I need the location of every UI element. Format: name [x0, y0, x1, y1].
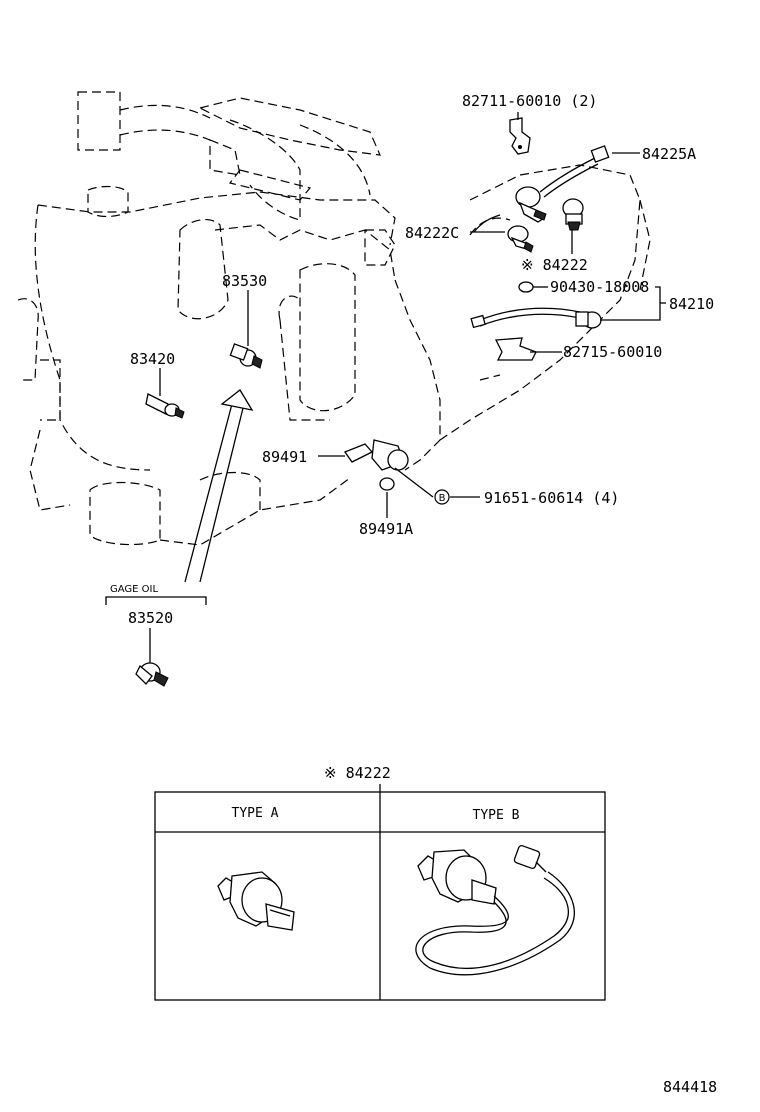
switch-83530 [229, 343, 263, 369]
gasket-90430 [518, 281, 534, 293]
engine-outline [17, 91, 651, 546]
type-table: ※ 84222 TYPE A TYPE B [154, 764, 606, 1001]
sensor-type-a [217, 871, 295, 931]
oring-89491A [379, 477, 395, 491]
label-90430-18008: 90430-18008 [550, 278, 649, 296]
label-82715-60010: 82715-60010 [563, 343, 662, 361]
sensor-with-wire-84225A [515, 145, 610, 223]
sensor-89491 [343, 439, 409, 471]
table-title: ※ 84222 [324, 764, 391, 782]
label-84222: ※ 84222 [521, 256, 588, 274]
diagram-id: 844418 [663, 1078, 717, 1096]
label-89491: 89491 [262, 448, 307, 466]
sensor-wire-84210 [470, 307, 602, 329]
label-91651-60614: 91651-60614 (4) [484, 489, 619, 507]
label-84225A: 84225A [642, 145, 696, 163]
label-83420: 83420 [130, 350, 175, 368]
sensor-84222 [562, 198, 584, 231]
label-82711-60010: 82711-60010 (2) [462, 92, 597, 110]
bolt-marker: B [434, 489, 450, 505]
label-83530: 83530 [222, 272, 267, 290]
label-84210: 84210 [669, 295, 714, 313]
label-83520: 83520 [128, 609, 173, 627]
sensor-84222C [507, 225, 534, 253]
bracket-82715 [494, 337, 537, 361]
label-89491A: 89491A [359, 520, 413, 538]
arrow-gage-oil [184, 389, 254, 583]
table-header-type-b: TYPE B [473, 808, 520, 823]
label-gage-oil: GAGE OIL [110, 584, 158, 595]
switch-83520 [135, 662, 169, 687]
bracket-82711 [509, 117, 531, 155]
sensor-type-b [415, 844, 575, 976]
sender-83420 [145, 393, 185, 419]
label-84222C: 84222C [405, 224, 459, 242]
table-header-type-a: TYPE A [232, 806, 279, 821]
leader-lines [105, 112, 666, 663]
bolt-marker-letter: B [439, 493, 446, 504]
